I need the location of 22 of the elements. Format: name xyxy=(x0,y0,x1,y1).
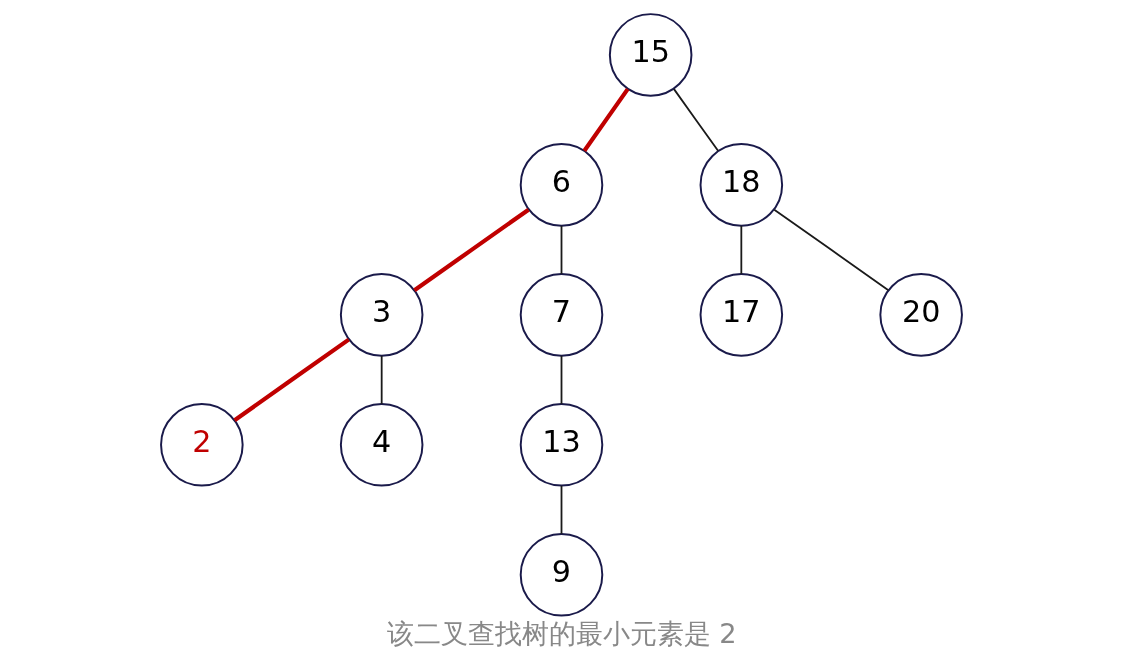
connector xyxy=(739,224,742,275)
connector xyxy=(560,354,562,405)
node-circle: 9 xyxy=(519,533,603,617)
node-circle: 7 xyxy=(519,273,603,357)
connector xyxy=(772,208,889,292)
node-circle: 18 xyxy=(699,143,783,227)
node-circle: 2 xyxy=(159,403,244,487)
connector xyxy=(582,87,629,152)
connector xyxy=(412,207,530,292)
connector xyxy=(380,354,383,405)
node-circle: 13 xyxy=(519,403,603,487)
node-circle: 15 xyxy=(608,13,692,97)
node-circle: 6 xyxy=(519,143,603,227)
connector xyxy=(560,484,562,535)
node-circle: 17 xyxy=(699,273,783,357)
node-circle: 4 xyxy=(339,403,423,487)
connector xyxy=(672,88,719,152)
node-circle: 3 xyxy=(339,273,423,357)
connector xyxy=(560,224,562,275)
node-circle: 20 xyxy=(878,273,963,357)
connector xyxy=(232,337,350,422)
caption: 该二叉查找树的最小元素是 2 xyxy=(386,618,736,650)
